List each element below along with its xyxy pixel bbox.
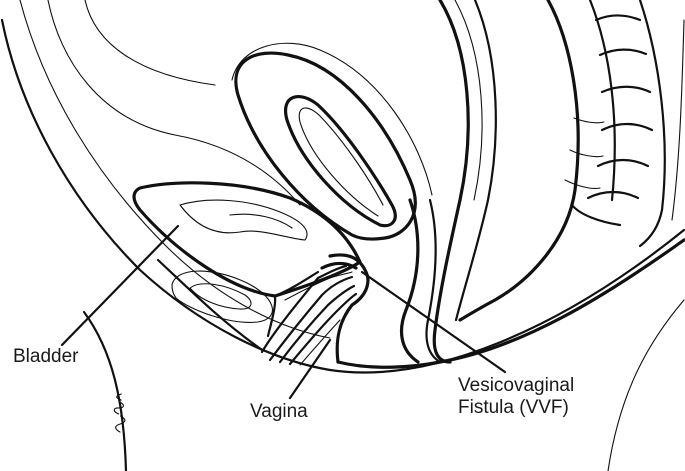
spine-back [638,0,666,248]
vagina-lumen [284,271,353,301]
rectum-inner [454,0,497,322]
vagina-wall-3 [278,284,356,364]
artist-signature [113,393,126,433]
vvf-label-line-2: Fistula (VVF) [458,397,569,418]
vertebra-3 [600,85,652,94]
posterior-wall-2 [425,198,442,364]
peritoneum-line-2 [84,0,216,86]
peritoneum-line [47,0,301,206]
pubic-bone-inner [189,283,252,310]
vertebra-4 [600,122,654,132]
vagina-wall-5 [299,319,341,366]
cervix-outline [328,253,370,364]
thigh-outline [82,310,128,471]
urethra-band-2 [266,294,277,338]
abdominal-wall-inner [19,0,331,339]
vagina-label: Vagina [250,401,308,422]
coccyx [570,203,622,227]
vertebra-1 [594,14,642,22]
bladder-lumen-2 [229,213,293,229]
vagina-wall-1 [260,264,348,354]
spine-back-2 [671,19,685,221]
vertebra-5 [596,158,650,168]
uterus-halo [231,42,433,196]
vvf-label-line-1: Vesicovaginal [458,375,575,396]
rectum-outer [432,0,470,364]
uterus-outer [234,51,417,241]
pubic-region [156,258,264,352]
vvf-label: Vesicovaginal Fistula (VVF) [458,375,574,419]
vagina-wall-4 [288,292,358,366]
pubic-bone [171,270,273,323]
bladder-label: Bladder [13,346,79,367]
perineal-curve [336,238,685,369]
uterus-cavity-inner [298,107,384,217]
bladder-lumen [179,199,308,241]
sacrum-front [588,0,616,202]
urethra-band-1 [273,270,320,298]
abdominal-wall-outer [0,18,685,374]
uterus-cavity [284,95,397,228]
rectum-inner-2 [454,0,483,201]
vertebra-2 [598,48,648,57]
bladder-outline [132,181,362,298]
vagina-wall-2 [268,275,354,362]
fistula-opening [320,261,358,270]
vvf-leader-line [360,270,507,374]
bladder-leader-line [60,224,180,347]
sacrum-outer [458,0,580,322]
buttock-outline [607,299,685,471]
sacral-joints [564,117,605,189]
vertebra-6 [586,190,640,200]
vagina-leader-line [288,338,332,400]
